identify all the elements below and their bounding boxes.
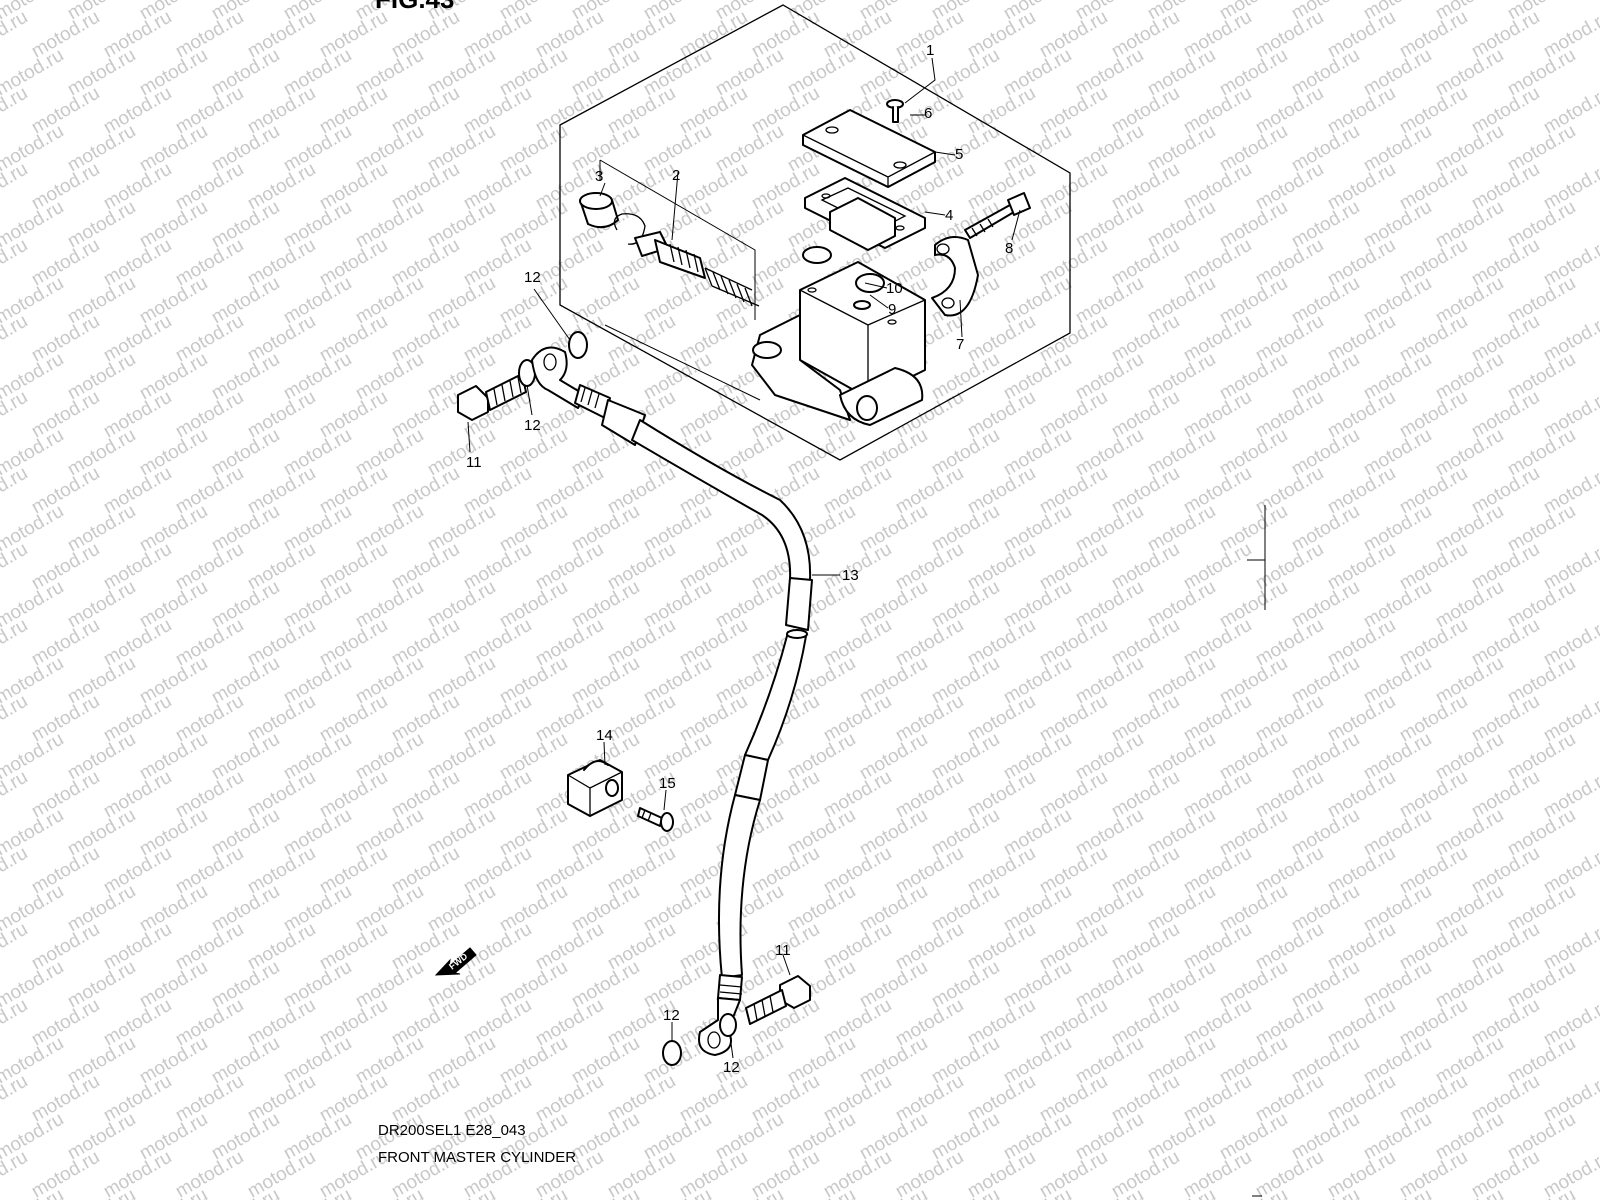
callout-3: 3	[595, 168, 603, 185]
watermark-text: motod.ru	[748, 1147, 823, 1200]
watermark-text: motod.ru	[1108, 1147, 1183, 1200]
callout-1: 1	[926, 42, 934, 59]
model-code: DR200SEL1 E28_043	[378, 1122, 526, 1139]
watermark-text: motod.ru	[0, 83, 31, 139]
watermark-text: motod.ru	[0, 235, 31, 291]
guide-screw-part-15	[637, 807, 674, 832]
watermark-text: motod.ru	[0, 843, 31, 899]
watermark-text: motod.ru	[1324, 1147, 1399, 1200]
watermark-text: motod.ru	[0, 311, 31, 367]
callout-5: 5	[955, 146, 963, 163]
watermark-text: motod.ru	[0, 1071, 31, 1127]
watermark-text: motod.ru	[0, 919, 31, 975]
watermark-text: motod.ru	[0, 463, 31, 519]
callout-8: 8	[1005, 240, 1013, 257]
watermark-text: motod.ru	[0, 7, 31, 63]
watermark-text: motod.ru	[820, 1147, 895, 1200]
watermark-text: motod.ru	[1468, 1147, 1543, 1200]
callout-6: 6	[924, 105, 932, 122]
watermark-text: motod.ru	[100, 1147, 175, 1200]
callout-12-upper-right: 12	[524, 269, 541, 286]
callout-2: 2	[672, 167, 680, 184]
callout-9: 9	[888, 301, 896, 318]
watermark-text: motod.ru	[0, 387, 31, 443]
callout-11-lower: 11	[775, 942, 791, 959]
washer-lower-left	[662, 1040, 682, 1066]
watermark-text: motod.ru	[28, 1147, 103, 1200]
watermark-text: motod.ru	[0, 615, 31, 671]
watermark-text: motod.ru	[0, 539, 31, 595]
callout-11-upper: 11	[466, 454, 482, 471]
watermark-text: motod.ru	[676, 1147, 751, 1200]
watermark-text: motod.ru	[172, 1147, 247, 1200]
callout-4: 4	[945, 207, 953, 224]
callout-10: 10	[886, 280, 903, 297]
watermark-text: motod.ru	[1036, 1147, 1111, 1200]
watermark-text: motod.ru	[0, 995, 31, 1051]
diagram-caption: FRONT MASTER CYLINDER	[378, 1149, 576, 1166]
callout-12-lower-right: 12	[723, 1059, 740, 1076]
callout-13: 13	[842, 567, 859, 584]
callout-7: 7	[956, 336, 964, 353]
watermark-text: motod.ru	[604, 1147, 679, 1200]
callout-15: 15	[659, 775, 676, 792]
watermark-text: motod.ru	[0, 159, 31, 215]
callout-12-lower-left: 12	[663, 1007, 680, 1024]
figure-title: FIG.43	[375, 0, 454, 14]
watermark-text: motod.ru	[0, 767, 31, 823]
watermark-text: motod.ru	[964, 1147, 1039, 1200]
watermark-text: motod.ru	[244, 1147, 319, 1200]
watermark-text: motod.ru	[892, 1147, 967, 1200]
watermark-text: motod.ru	[1252, 1147, 1327, 1200]
callout-12-upper-left: 12	[524, 417, 541, 434]
washer-lower-right	[719, 1013, 737, 1037]
washer-upper-right	[568, 331, 588, 359]
watermark-text: motod.ru	[1180, 1147, 1255, 1200]
watermark-text: motod.ru	[0, 691, 31, 747]
watermark-text: motod.ru	[1396, 1147, 1471, 1200]
callout-14: 14	[596, 727, 613, 744]
